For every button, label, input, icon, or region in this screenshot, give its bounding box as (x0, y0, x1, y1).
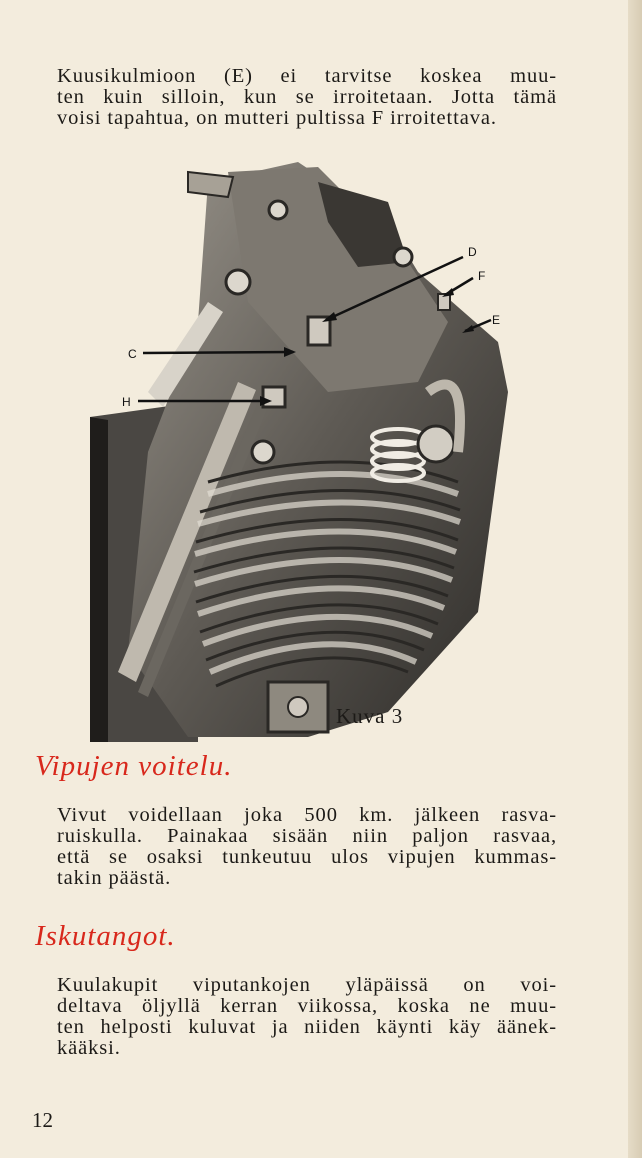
pushrods-paragraph: Kuulakupit viputankojen yläpäissä on voi… (57, 975, 557, 1059)
text-line: Kuusikulmioon (E) ei tarvitse koskea muu… (57, 65, 557, 87)
text-line: Kuulakupit viputankojen yläpäissä on voi… (57, 974, 557, 996)
text-line: voisi tapahtua, on mutteri pultissa F ir… (57, 107, 497, 129)
page-number: 12 (32, 1108, 53, 1132)
label-h: H (122, 395, 131, 409)
text-line: Vivut voidellaan joka 500 km. jälkeen ra… (57, 804, 557, 826)
page-edge (628, 0, 642, 1158)
text-line: deltava öljyllä kerran viikossa, koska n… (57, 995, 557, 1017)
text-line: ten kuin silloin, kun se irroitetaan. Jo… (57, 86, 557, 108)
text-line: kääksi. (57, 1037, 121, 1059)
engine-photo: C H D F E (88, 152, 518, 742)
section-heading-pushrods: Iskutangot. (35, 920, 176, 952)
label-d: D (468, 245, 477, 259)
lubrication-paragraph: Vivut voidellaan joka 500 km. jälkeen ra… (57, 805, 557, 889)
text-line: takin päästä. (57, 867, 172, 889)
intro-paragraph: Kuusikulmioon (E) ei tarvitse koskea muu… (57, 66, 557, 129)
text-line: ruiskulla. Painakaa sisään niin paljon r… (57, 825, 557, 847)
figure-caption: Kuva 3 (336, 704, 404, 728)
section-heading-lubrication: Vipujen voitelu. (35, 750, 233, 782)
label-f: F (478, 269, 485, 283)
text-line: että se osaksi tunkeutuu ulos vipujen ku… (57, 846, 557, 868)
label-c: C (128, 347, 137, 361)
text-line: ten helposti kuluvat ja niiden käynti kä… (57, 1016, 557, 1038)
label-e: E (492, 313, 500, 327)
